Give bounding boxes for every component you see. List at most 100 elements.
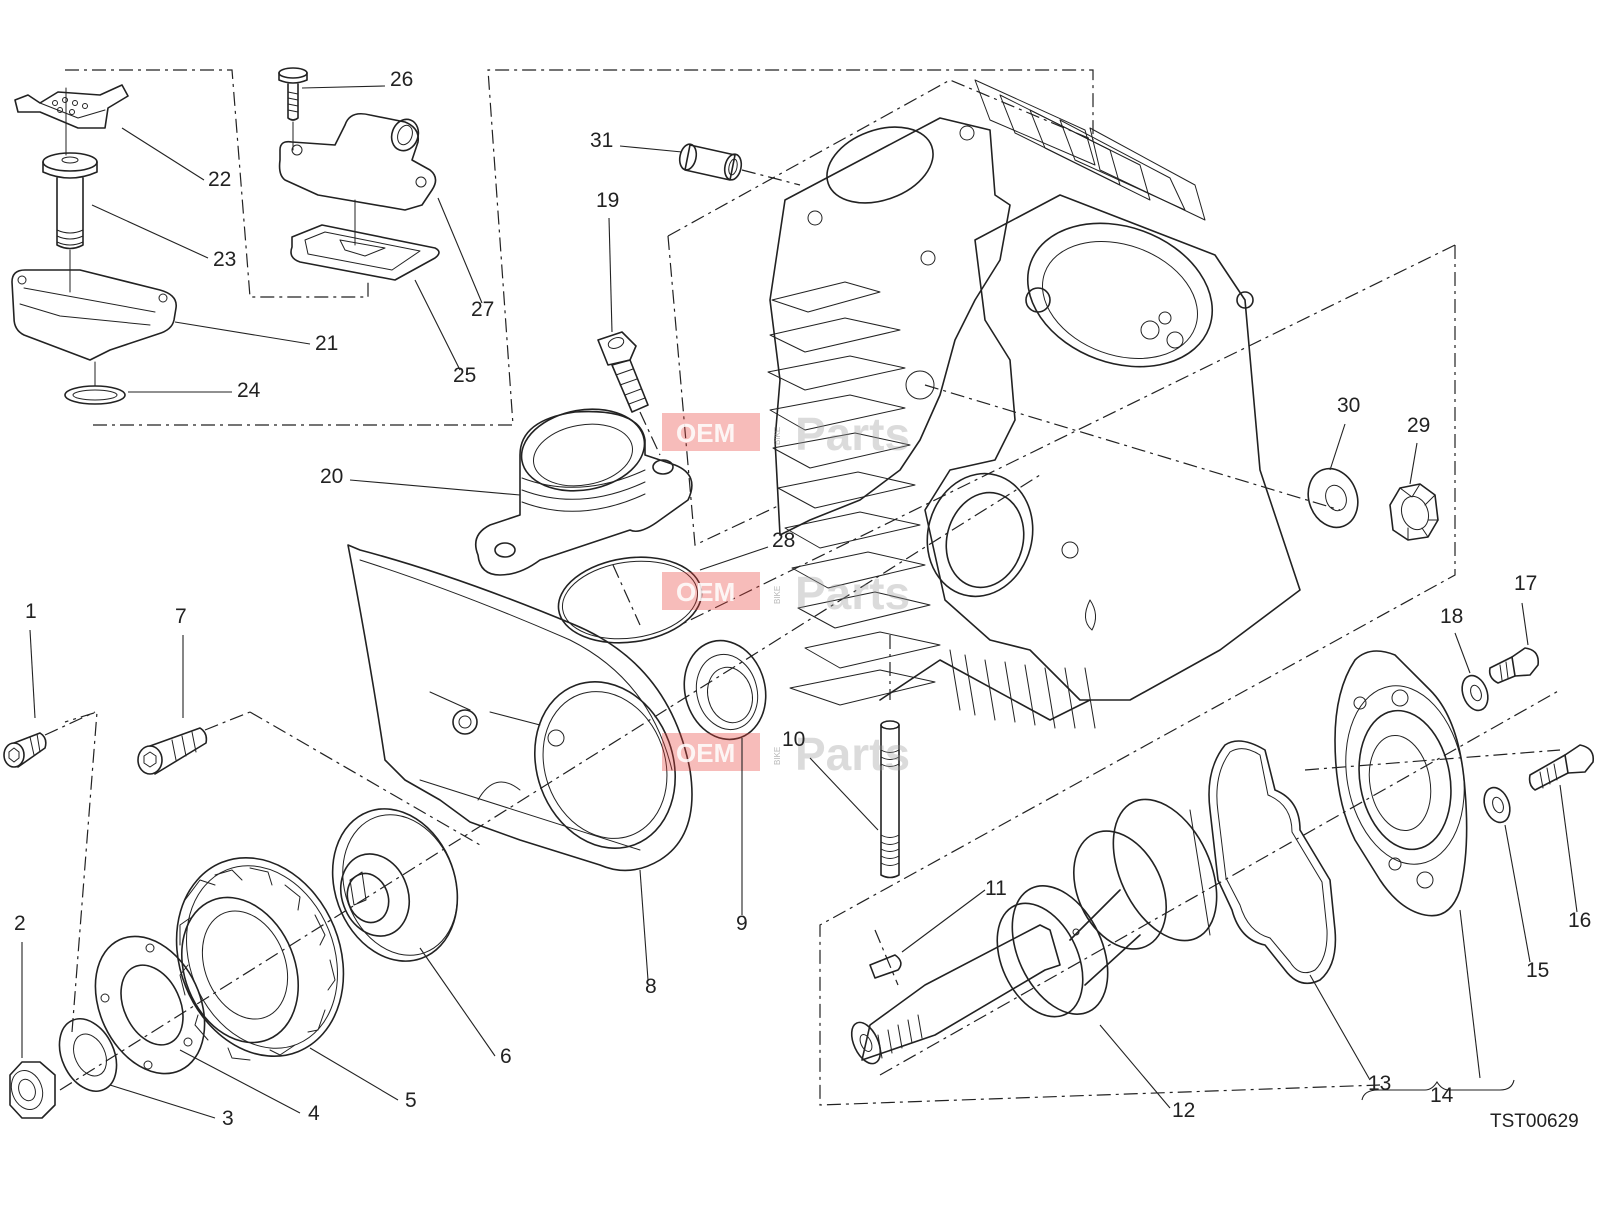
leader-line-18 <box>1454 632 1471 674</box>
leader-line-30 <box>1329 423 1346 471</box>
watermark-oem-text: OEM <box>676 418 735 448</box>
callout-18: 18 <box>1440 605 1463 628</box>
cylinder-head <box>767 79 1301 729</box>
callout-19: 19 <box>596 189 619 212</box>
leader-line-28 <box>699 546 769 571</box>
watermark-parts-text: Parts <box>795 408 910 460</box>
leader-line-4 <box>179 1049 301 1114</box>
callout-27: 27 <box>471 298 494 321</box>
callout-10: 10 <box>782 728 805 751</box>
callout-29: 29 <box>1407 414 1430 437</box>
part-4-plate <box>94 935 206 1075</box>
leader-line-21 <box>174 321 311 345</box>
leader-line-25 <box>414 279 461 371</box>
part-11-key <box>869 954 902 979</box>
part-19-bolt <box>597 331 661 456</box>
watermark-parts-text: Parts <box>795 567 910 619</box>
part-9-seal <box>683 639 767 741</box>
leader-line-16 <box>1559 784 1578 913</box>
callout-23: 23 <box>213 248 236 271</box>
part-20-intake-flange <box>474 408 693 576</box>
watermark-bike-text: BIKE <box>773 747 782 765</box>
callout-17: 17 <box>1514 572 1537 595</box>
callout-8: 8 <box>645 975 657 998</box>
watermark-oem-text: OEM <box>676 738 735 768</box>
part-29-nut <box>1389 483 1439 541</box>
leader-line-22 <box>121 127 205 181</box>
leader-line-5 <box>309 1047 399 1101</box>
part-26-screw <box>278 67 308 151</box>
leader-line-14 <box>1459 909 1481 1079</box>
part-25-gasket <box>290 224 440 281</box>
leader-line-3 <box>109 1084 216 1119</box>
callout-14: 14 <box>1430 1084 1454 1107</box>
leader-line-12 <box>1099 1024 1171 1109</box>
callout-20: 20 <box>320 465 343 488</box>
drawing-code: TST00629 <box>1490 1111 1579 1132</box>
leader-line-27 <box>437 197 483 304</box>
leader-line-13 <box>1309 974 1371 1081</box>
callout-13: 13 <box>1368 1072 1391 1095</box>
watermark-oem-text: OEM <box>676 577 735 607</box>
leader-line-1 <box>29 629 36 719</box>
callout-26: 26 <box>390 68 413 91</box>
part-10-stud <box>880 720 900 879</box>
callout-22: 22 <box>208 168 231 191</box>
callout-30: 30 <box>1337 394 1360 417</box>
callout-7: 7 <box>175 605 187 628</box>
leader-line-31 <box>619 145 683 153</box>
part-17-bolt <box>1488 647 1540 684</box>
callout-3: 3 <box>222 1107 234 1130</box>
leader-line-29 <box>1409 442 1418 485</box>
watermark-1: OEM BIKE Parts <box>662 408 910 460</box>
leader-line-10 <box>809 757 879 831</box>
part-16-bolt <box>1528 744 1595 791</box>
callout-6: 6 <box>500 1045 512 1068</box>
callout-16: 16 <box>1568 909 1591 932</box>
part-5-toothed-pulley <box>175 856 345 1061</box>
watermark-bike-text: BIKE <box>773 427 782 445</box>
part-2-nut <box>9 1061 56 1119</box>
callout-9: 9 <box>736 912 748 935</box>
part-22-clip <box>14 84 129 156</box>
leader-line-6 <box>419 947 496 1057</box>
group-frames <box>64 69 1456 1106</box>
part-1-bolt <box>3 732 47 768</box>
part-18-washer <box>1461 674 1489 712</box>
callout-28: 28 <box>772 529 795 552</box>
part-27-fitting <box>278 112 437 246</box>
watermark-parts-text: Parts <box>795 728 910 780</box>
callout-12: 12 <box>1172 1099 1195 1122</box>
callout-1: 1 <box>25 600 37 623</box>
part-8-belt-cover <box>347 544 693 872</box>
callout-4: 4 <box>308 1102 320 1125</box>
callout-2: 2 <box>14 912 26 935</box>
part-30-washer <box>1307 467 1359 529</box>
part-7-bolt <box>137 727 208 775</box>
callout-24: 24 <box>237 379 261 402</box>
leader-line-19 <box>608 217 613 333</box>
leader-line-8 <box>639 869 649 981</box>
callout-31: 31 <box>590 129 613 152</box>
leader-line-17 <box>1521 602 1529 646</box>
leader-line-23 <box>91 204 209 259</box>
part-21-cover <box>11 269 177 361</box>
part-31-dowel <box>678 143 801 186</box>
part-3-washer <box>58 1018 118 1092</box>
watermark-bike-text: BIKE <box>773 586 782 604</box>
callout-5: 5 <box>405 1089 417 1112</box>
leader-line-15 <box>1504 824 1531 963</box>
leader-line-26 <box>301 85 386 89</box>
callout-25: 25 <box>453 364 476 387</box>
part-28-oring <box>557 556 703 644</box>
callout-21: 21 <box>315 332 338 355</box>
watermark-3: OEM BIKE Parts <box>662 728 910 780</box>
part-14-cap <box>1334 650 1468 917</box>
callout-15: 15 <box>1526 959 1549 982</box>
leader-line-11 <box>901 889 986 953</box>
part-15-washer <box>1483 786 1511 824</box>
part-13-gasket <box>1208 740 1337 985</box>
